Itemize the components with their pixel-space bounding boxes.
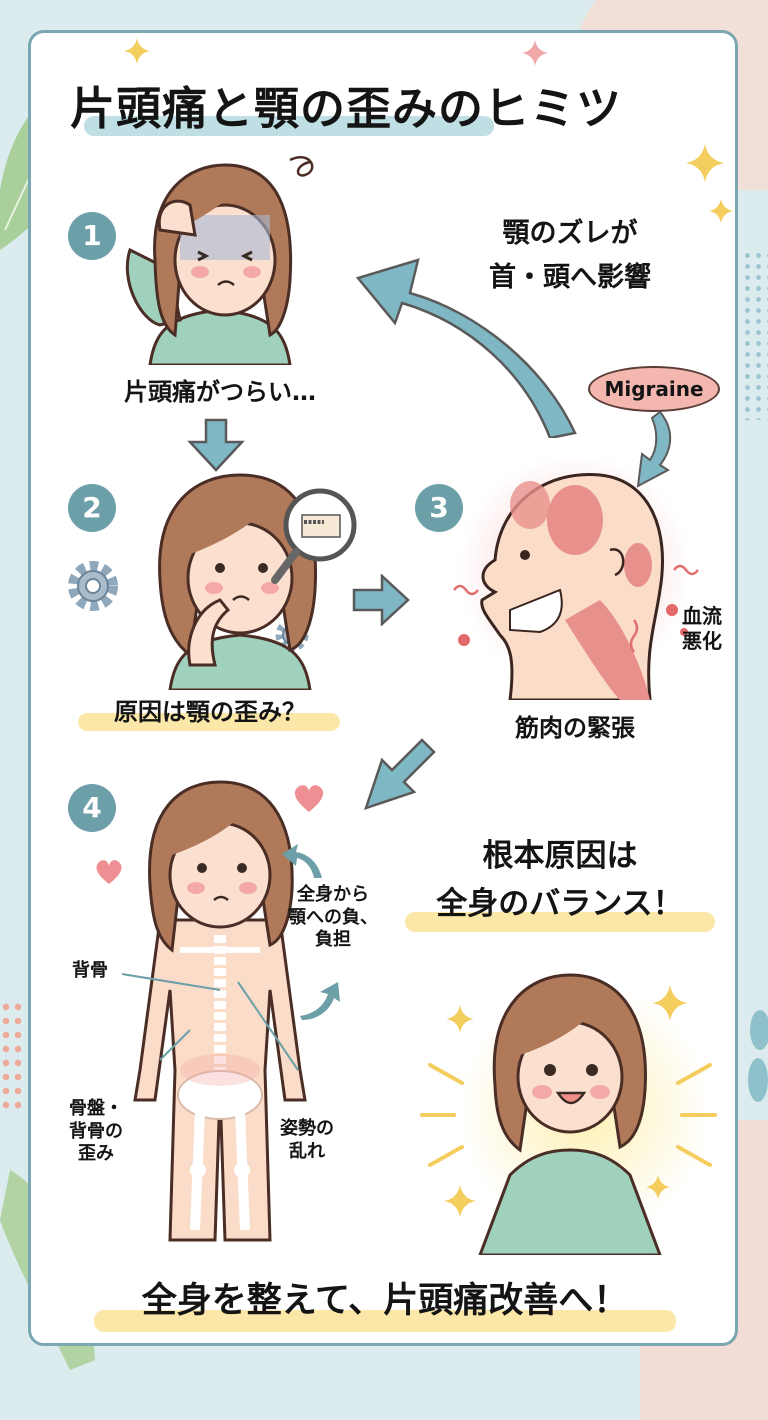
sparkle-icon (709, 199, 733, 223)
posture-label: 姿勢の 乱れ (262, 1118, 352, 1163)
curved-arrow-up-icon (282, 844, 322, 878)
gear-icon (68, 561, 118, 611)
woman-skeleton-illustration (133, 780, 307, 1242)
pelvis-label-line1: 骨盤・ (69, 1098, 123, 1119)
title-highlight (84, 116, 494, 136)
blood-flow-line2: 悪化 (682, 629, 722, 653)
step-1-caption: 片頭痛がつらい… (124, 378, 316, 406)
step-1-badge: 1 (68, 212, 116, 260)
conclusion-text: 全身を整えて、片頭痛改善へ！ (141, 1281, 629, 1321)
arrow-down-left-icon (364, 738, 436, 810)
jaw-effect-line1: 顎のズレが (502, 218, 638, 249)
root-cause-line2: 全身のバランス！ (436, 886, 684, 922)
step-2-caption: 原因は顎の歪み？ (114, 698, 306, 726)
step-3-badge: 3 (415, 484, 463, 532)
woman-thinking-illustration (158, 473, 357, 690)
conclusion-highlight (94, 1310, 676, 1332)
head-muscle-illustration (480, 472, 664, 700)
dot-pattern-decoration-left (0, 1000, 22, 1110)
posture-label-line2: 乱れ (289, 1140, 325, 1162)
page-title: 片頭痛と顎の歪みのヒミツ (70, 82, 623, 135)
woman-headache-illustration (125, 156, 314, 365)
pelvis-label-line3: 歪み (78, 1143, 114, 1164)
sparkle-icon (522, 40, 548, 66)
leaf-icon (748, 1010, 768, 1102)
red-squiggle-decorations (453, 564, 699, 653)
sparkle-icon (686, 144, 724, 182)
heart-icon (96, 860, 122, 884)
spine-label: 背骨 (72, 960, 108, 981)
load-label-line3: 負担 (315, 929, 351, 950)
load-label: 全身から 顎への負、 負担 (280, 884, 386, 952)
root-cause-highlight (405, 912, 715, 932)
step-2-badge: 2 (68, 484, 116, 532)
rays-decoration (420, 985, 717, 1217)
step-4-badge: 4 (68, 784, 116, 832)
curved-arrow-small-icon (636, 410, 672, 488)
curved-arrow-upright-icon (300, 982, 340, 1020)
heart-icon (294, 785, 324, 812)
pelvis-label: 骨盤・ 背骨の 歪み (56, 1098, 136, 1166)
jaw-effect-line2: 首・頭へ影響 (489, 262, 651, 293)
happy-woman-illustration (478, 973, 662, 1255)
load-label-line2: 顎への負、 (288, 906, 378, 928)
step-3-caption: 筋肉の緊張 (515, 714, 635, 742)
posture-label-line1: 姿勢の (280, 1118, 334, 1139)
caption-highlight (78, 713, 340, 731)
root-cause-line1: 根本原因は (482, 838, 638, 874)
sparkle-icon (124, 38, 150, 64)
curved-arrow-icon (355, 258, 577, 438)
pelvis-label-line2: 背骨の (69, 1120, 123, 1142)
blood-flow-line1: 血流 (682, 604, 722, 628)
migraine-speech-bubble: Migraine (588, 366, 720, 412)
jaw-effect-note: 顎のズレが 首・頭へ影響 (470, 212, 670, 300)
load-label-line1: 全身から (297, 884, 369, 905)
blood-flow-note: 血流 悪化 (680, 604, 724, 654)
arrow-down-icon (187, 418, 245, 472)
leader-lines (121, 973, 299, 1071)
arrow-right-icon (352, 574, 410, 626)
root-cause-note: 根本原因は 全身のバランス！ (400, 832, 720, 928)
dot-pattern-decoration (742, 250, 768, 420)
